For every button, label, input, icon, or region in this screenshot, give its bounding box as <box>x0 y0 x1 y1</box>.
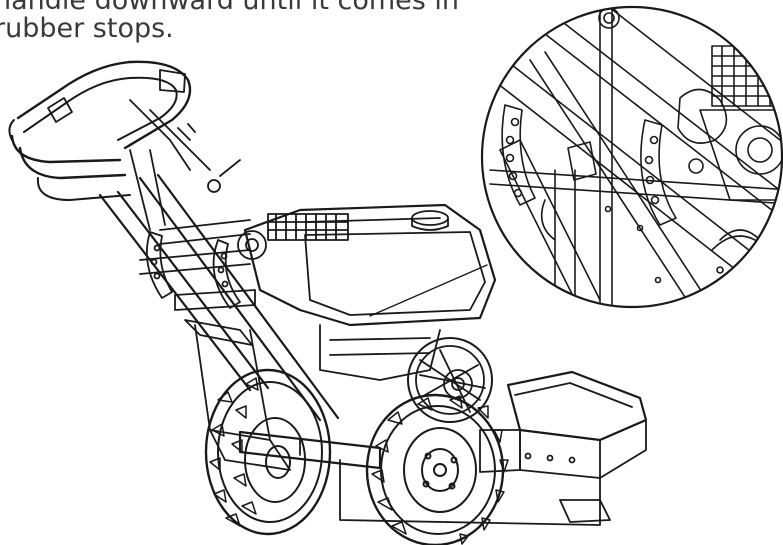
callout-leader-line <box>369 264 488 317</box>
callout-circle <box>480 5 783 309</box>
instruction-line-1: handle downward until it comes in <box>0 0 460 16</box>
right-wheel <box>365 393 509 545</box>
left-wheel <box>204 368 332 536</box>
instruction-line-2: rubber stops. <box>0 13 174 44</box>
stump-grinder-machine <box>8 60 648 526</box>
detail-callout <box>369 5 783 317</box>
